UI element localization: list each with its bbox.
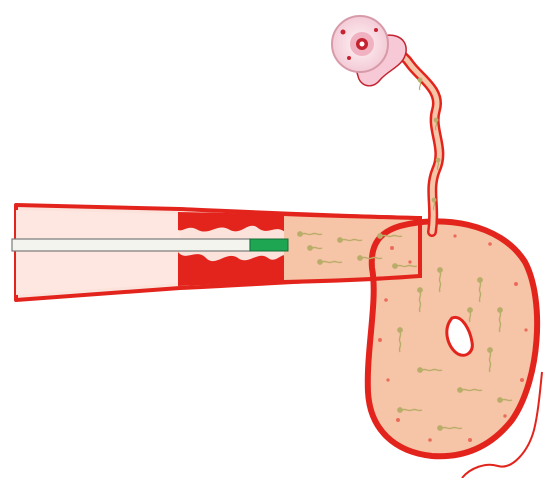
catheter-body — [12, 239, 250, 251]
sperm-icon — [418, 78, 422, 90]
uterus — [284, 214, 537, 456]
oocyte-icon — [332, 16, 406, 86]
canal-inner-shade — [16, 210, 180, 295]
catheter-tip — [250, 239, 288, 251]
oocyte-granule — [374, 28, 378, 32]
oocyte-granule — [341, 30, 346, 35]
oocyte-nucleolus — [360, 42, 365, 47]
oocyte-granule — [347, 56, 351, 60]
catheter-icon — [12, 239, 288, 251]
